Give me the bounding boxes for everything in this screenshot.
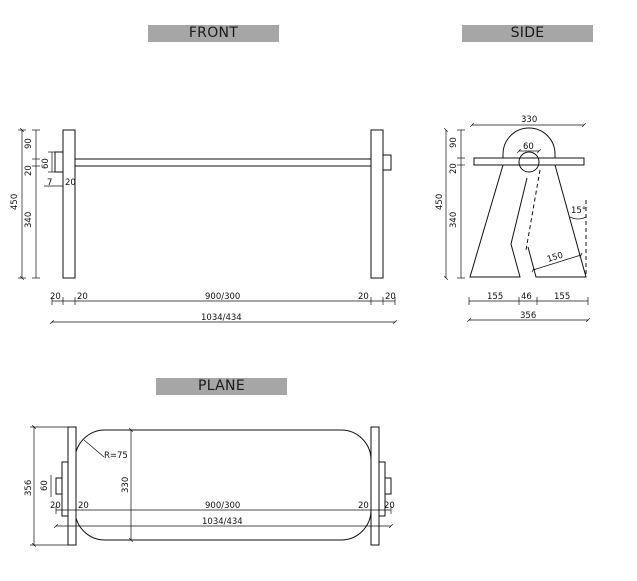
plane-view: 330 R=75 356 60 20 20 900/300 20 20 1034… [24, 425, 395, 547]
plane-view-title: PLANE [156, 378, 287, 395]
plane-dim-356: 356 [24, 480, 34, 496]
plane-left-post [67, 426, 77, 546]
front-left-post [62, 129, 76, 279]
plane-left-cap [61, 461, 69, 517]
front-bottom-20b: 20 [77, 292, 88, 302]
front-view-title: FRONT [148, 25, 279, 42]
front-right-post [370, 129, 384, 279]
side-left-leg [469, 164, 528, 278]
side-arch [502, 127, 556, 158]
front-bottom-20c: 20 [358, 292, 369, 302]
side-dim-20: 20 [449, 163, 459, 174]
front-dim-20: 20 [24, 165, 34, 176]
plane-dim-330: 330 [121, 477, 131, 493]
plane-left-knob [55, 477, 63, 495]
plane-left-20a: 20 [50, 501, 61, 511]
side-bottom-155a: 155 [487, 292, 503, 302]
front-left-cap [54, 151, 64, 173]
plane-right-knob [384, 477, 392, 495]
side-bottom-46: 46 [521, 292, 532, 302]
plane-radius: R=75 [104, 451, 128, 461]
front-dim-90: 90 [24, 138, 34, 149]
side-view: 330 60 450 90 20 340 15° 150 155 46 155 … [435, 115, 590, 322]
plane-right-20a: 20 [358, 501, 369, 511]
plane-left-20b: 20 [78, 501, 89, 511]
side-dim-90: 90 [449, 137, 459, 148]
side-dim-60: 60 [523, 142, 534, 152]
front-bottom-20a: 20 [50, 292, 61, 302]
side-angle: 15° [571, 206, 586, 216]
front-bottom-20d: 20 [385, 292, 396, 302]
side-bottom-155b: 155 [554, 292, 570, 302]
plane-dim-60: 60 [40, 480, 50, 491]
plane-right-20b: 20 [384, 501, 395, 511]
front-overall: 1034/434 [201, 313, 242, 323]
front-bottom-span: 900/300 [205, 292, 240, 302]
plane-right-post [370, 426, 380, 546]
side-overall: 356 [520, 311, 536, 321]
side-dim-330: 330 [521, 115, 537, 125]
side-dim-150: 150 [546, 251, 564, 265]
side-view-title: SIDE [462, 25, 593, 42]
plane-overall: 1034/434 [202, 517, 243, 527]
front-right-cap [382, 154, 392, 171]
side-dim-450: 450 [435, 194, 445, 210]
front-dim-7: 7 [47, 178, 52, 188]
side-dim-340: 340 [449, 212, 459, 228]
front-dim-20-b: 20 [65, 178, 76, 188]
front-dim-60: 60 [41, 158, 51, 169]
side-bar [473, 157, 585, 166]
front-bar [74, 158, 372, 167]
front-view: 450 90 20 340 60 7 20 20 20 900/300 20 2… [10, 128, 397, 324]
front-dim-340: 340 [24, 212, 34, 228]
front-dim-450: 450 [10, 194, 20, 210]
plane-span: 900/300 [205, 501, 240, 511]
